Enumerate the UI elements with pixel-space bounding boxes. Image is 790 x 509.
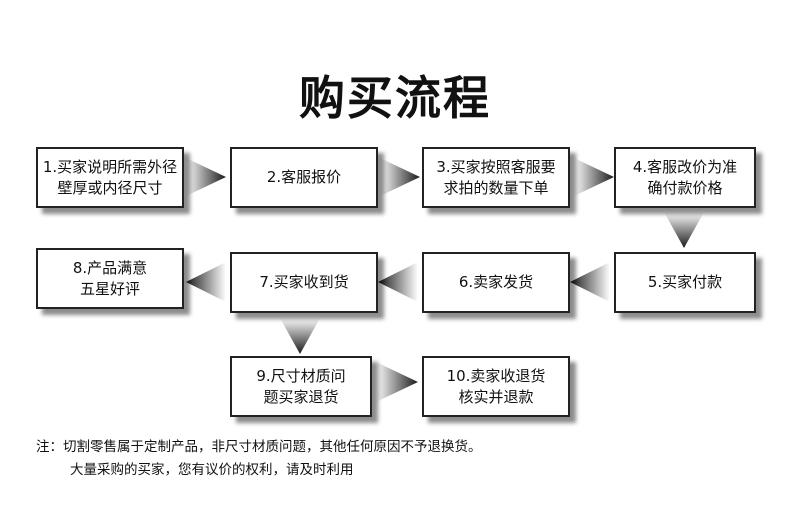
note-line-1: 注：切割零售属于定制产品，非尺寸材质问题，其他任何原因不予退换货。 <box>36 439 482 455</box>
step-3-box: 3.买家按照客服要 求拍的数量下单 <box>422 147 570 208</box>
arrow-7-to-8 <box>186 262 226 302</box>
step-2-label: 2.客服报价 <box>266 168 342 186</box>
step-1-box: 1.买家说明所需外径 壁厚或内径尺寸 <box>36 147 184 208</box>
step-10-box: 10.卖家收退货 核实并退款 <box>422 356 570 417</box>
arrow-5-to-6 <box>570 262 610 302</box>
step-6-label: 6.卖家发货 <box>458 273 534 291</box>
step-8-box: 8.产品满意 五星好评 <box>36 248 184 309</box>
arrow-7-to-9 <box>280 318 320 354</box>
arrow-1-to-2 <box>186 158 226 196</box>
step-3-label: 3.买家按照客服要 求拍的数量下单 <box>436 157 556 197</box>
page-title: 购买流程 <box>299 71 491 125</box>
step-9-label: 9.尺寸材质问 题买家退货 <box>256 366 346 406</box>
step-6-box: 6.卖家发货 <box>422 252 570 313</box>
arrow-6-to-7 <box>378 262 418 302</box>
arrow-4-to-5 <box>664 212 704 248</box>
step-7-box: 7.买家收到货 <box>230 252 378 313</box>
step-9-box: 9.尺寸材质问 题买家退货 <box>230 356 372 417</box>
note-line-2: 大量采购的买家，您有议价的权利，请及时利用 <box>70 462 354 478</box>
step-2-box: 2.客服报价 <box>230 147 378 208</box>
arrow-3-to-4 <box>574 158 614 196</box>
step-4-label: 4.客服改价为准 确付款价格 <box>632 157 738 197</box>
step-7-label: 7.买家收到货 <box>259 273 349 291</box>
step-4-box: 4.客服改价为准 确付款价格 <box>614 147 756 208</box>
step-8-label: 8.产品满意 五星好评 <box>72 258 148 298</box>
step-10-label: 10.卖家收退货 核实并退款 <box>446 366 546 406</box>
arrow-2-to-3 <box>380 158 420 196</box>
step-5-label: 5.买家付款 <box>647 273 723 291</box>
step-1-label: 1.买家说明所需外径 壁厚或内径尺寸 <box>42 157 178 197</box>
arrow-9-to-10 <box>376 362 418 402</box>
step-5-box: 5.买家付款 <box>614 252 756 313</box>
